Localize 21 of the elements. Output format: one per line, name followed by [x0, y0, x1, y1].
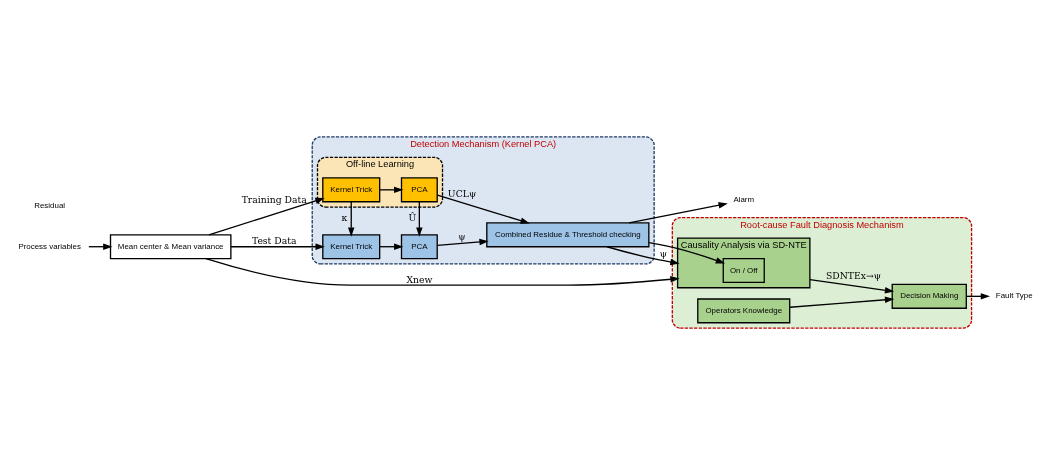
edge-label: ψ — [659, 248, 668, 260]
arrow — [648, 241, 725, 264]
edge-label: Training Data — [241, 194, 307, 206]
edge-label: ψ — [458, 231, 466, 243]
edge-label: Test Data — [251, 235, 297, 247]
arrow — [416, 201, 423, 237]
arrow — [628, 202, 728, 224]
edge-label: κ — [341, 211, 348, 223]
arrow — [436, 238, 489, 246]
arrow — [436, 194, 530, 224]
arrow — [208, 197, 325, 236]
edge-label: Û — [408, 211, 417, 223]
edge-label: SDNTEx→ψ — [826, 270, 882, 282]
arrow — [348, 201, 355, 237]
edge-label: Xnew — [406, 273, 433, 285]
arrow — [230, 243, 325, 250]
arrow — [809, 279, 895, 294]
arrow — [789, 296, 895, 308]
arrow — [379, 186, 404, 194]
arrow — [205, 257, 680, 286]
edge-label: UCLψ — [447, 187, 477, 199]
